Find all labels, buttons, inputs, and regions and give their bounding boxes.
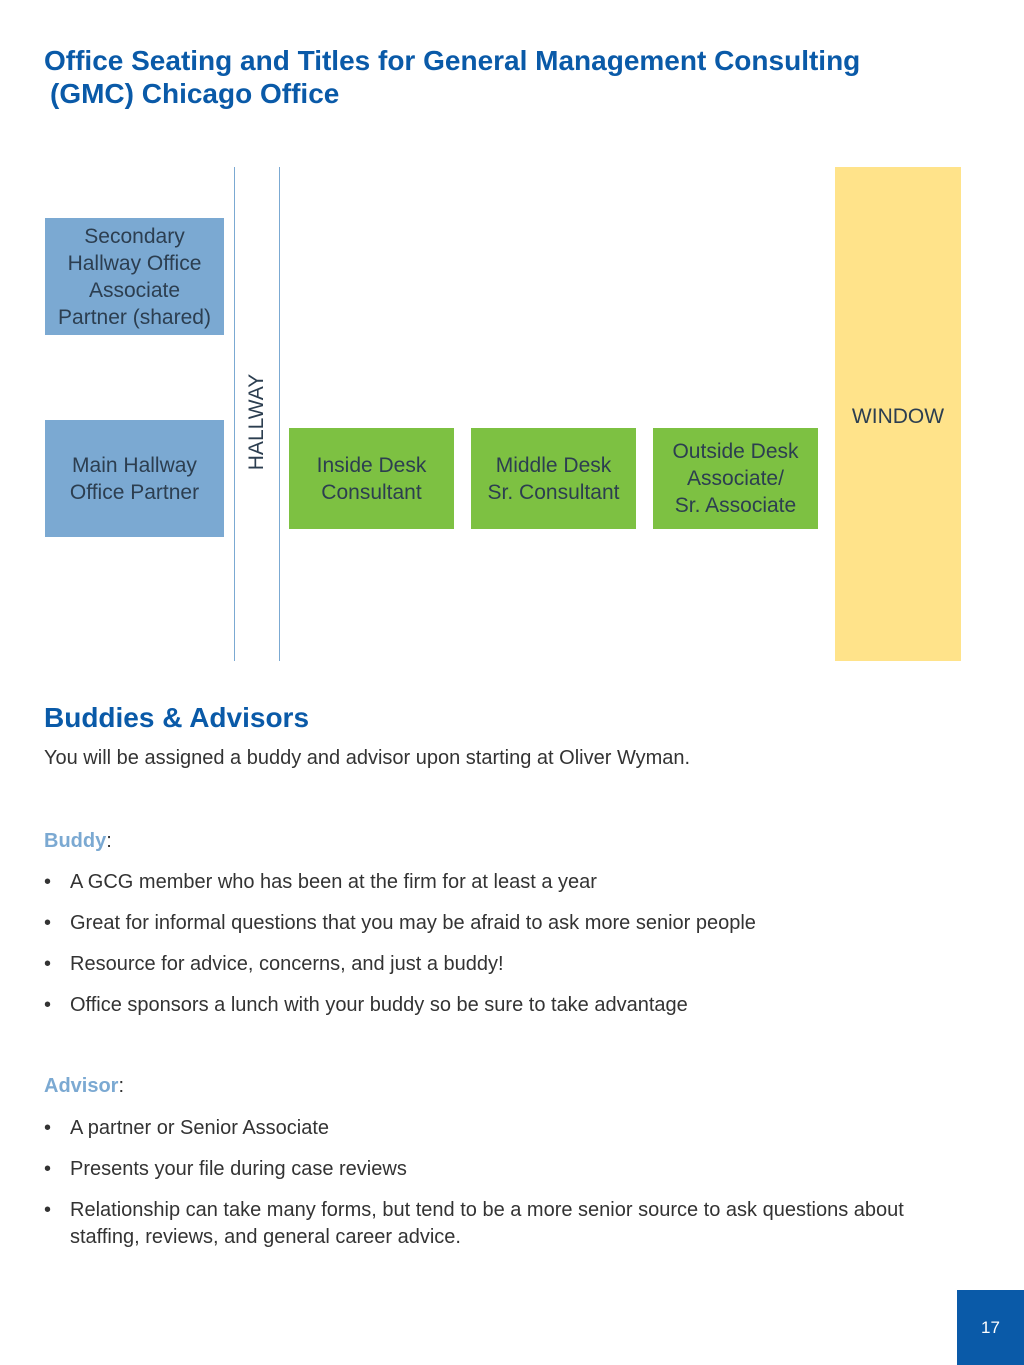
buddy-subheading: Buddy: (44, 830, 112, 852)
buddy-label: Buddy (44, 830, 107, 852)
bullet-icon: • (44, 953, 52, 975)
list-item: •Relationship can take many forms, but t… (44, 1199, 904, 1248)
bullet-icon: • (44, 1199, 52, 1221)
list-item: •A GCG member who has been at the firm f… (44, 869, 974, 896)
list-item: •Presents your file during case reviews (44, 1156, 974, 1183)
secondary-hallway-office: Secondary Hallway Office Associate Partn… (45, 218, 224, 335)
bullet-icon: • (44, 912, 52, 934)
list-item: •A partner or Senior Associate (44, 1115, 974, 1142)
page-number: 17 (957, 1290, 1024, 1365)
bullet-icon: • (44, 994, 52, 1016)
middle-desk-label: Middle Desk Sr. Consultant (487, 453, 620, 504)
page-title: Office Seating and Titles for General Ma… (44, 44, 984, 110)
advisor-subheading: Advisor: (44, 1075, 125, 1097)
list-item: •Great for informal questions that you m… (44, 910, 974, 937)
advisor-label: Advisor (44, 1075, 119, 1097)
hallway-left-wall (234, 167, 235, 661)
section-heading-buddies-advisors: Buddies & Advisors (44, 702, 310, 733)
inside-desk-label: Inside Desk Consultant (316, 453, 427, 504)
secondary-hallway-office-label: Secondary Hallway Office Associate Partn… (58, 224, 211, 329)
page-title-line-1: Office Seating and Titles for General Ma… (44, 45, 861, 76)
inside-desk: Inside Desk Consultant (289, 428, 454, 529)
middle-desk: Middle Desk Sr. Consultant (471, 428, 636, 529)
hallway-label: HALLWAY (245, 373, 268, 471)
window: WINDOW (835, 167, 961, 661)
advisor-list: •A partner or Senior Associate •Presents… (44, 1115, 974, 1265)
outside-desk-label: Outside Desk Associate/ Sr. Associate (672, 440, 799, 517)
list-item: •Resource for advice, concerns, and just… (44, 951, 974, 978)
page-title-line-2: (GMC) Chicago Office (50, 78, 340, 109)
outside-desk: Outside Desk Associate/ Sr. Associate (653, 428, 818, 529)
main-hallway-office-label: Main Hallway Office Partner (69, 453, 200, 504)
buddy-list: •A GCG member who has been at the firm f… (44, 869, 974, 1033)
hallway-right-wall (279, 167, 280, 661)
bullet-icon: • (44, 1158, 52, 1180)
main-hallway-office: Main Hallway Office Partner (45, 420, 224, 537)
intro-text: You will be assigned a buddy and advisor… (44, 747, 691, 769)
window-label: WINDOW (851, 405, 945, 428)
bullet-icon: • (44, 1117, 52, 1139)
list-item: •Office sponsors a lunch with your buddy… (44, 992, 974, 1019)
bullet-icon: • (44, 871, 52, 893)
